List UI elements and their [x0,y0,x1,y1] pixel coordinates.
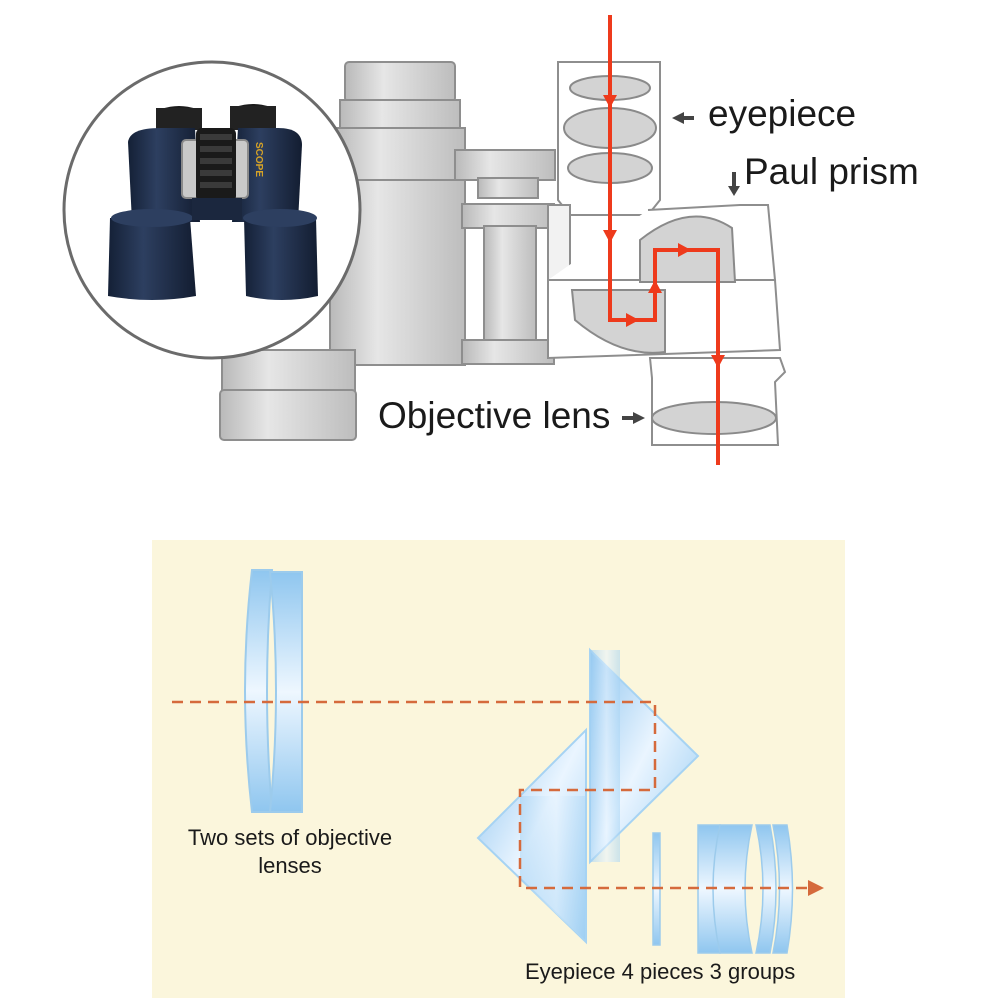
hinge-bridge [454,149,556,365]
paul-prism-pointer [728,172,740,196]
eyepiece-label: eyepiece [708,93,856,134]
eyepiece-groups-label: Eyepiece 4 pieces 3 groups [525,959,795,984]
optical-layout-diagram: Two sets of objective lenses Eyepiece 4 … [152,540,845,998]
product-logo: SCOPE [253,142,264,177]
objective-lenses-label-line1: Two sets of objective [188,825,392,850]
objective-lens [651,401,777,435]
binocular-product-inset: SCOPE [62,60,362,360]
binocular-cross-section: eyepiece Paul prism Objective lens [219,15,919,465]
optical-axis-path [172,700,812,890]
objective-pointer [622,412,645,424]
porro-prism-lower [476,727,587,945]
eyepiece-pointer [672,112,694,124]
binocular-photo: SCOPE [108,104,318,300]
binocular-body-left [219,61,466,441]
paul-prism-label: Paul prism [744,151,919,192]
objective-lens-front [244,569,274,813]
objective-lenses-label-line2: lenses [258,853,322,878]
objective-lens-label: Objective lens [378,395,610,436]
objective-lens-group [244,569,303,813]
light-path-arrows [603,95,725,368]
objective-lens-rear [268,571,303,813]
optical-axis-arrow [808,880,824,896]
label-arrows [622,112,740,424]
